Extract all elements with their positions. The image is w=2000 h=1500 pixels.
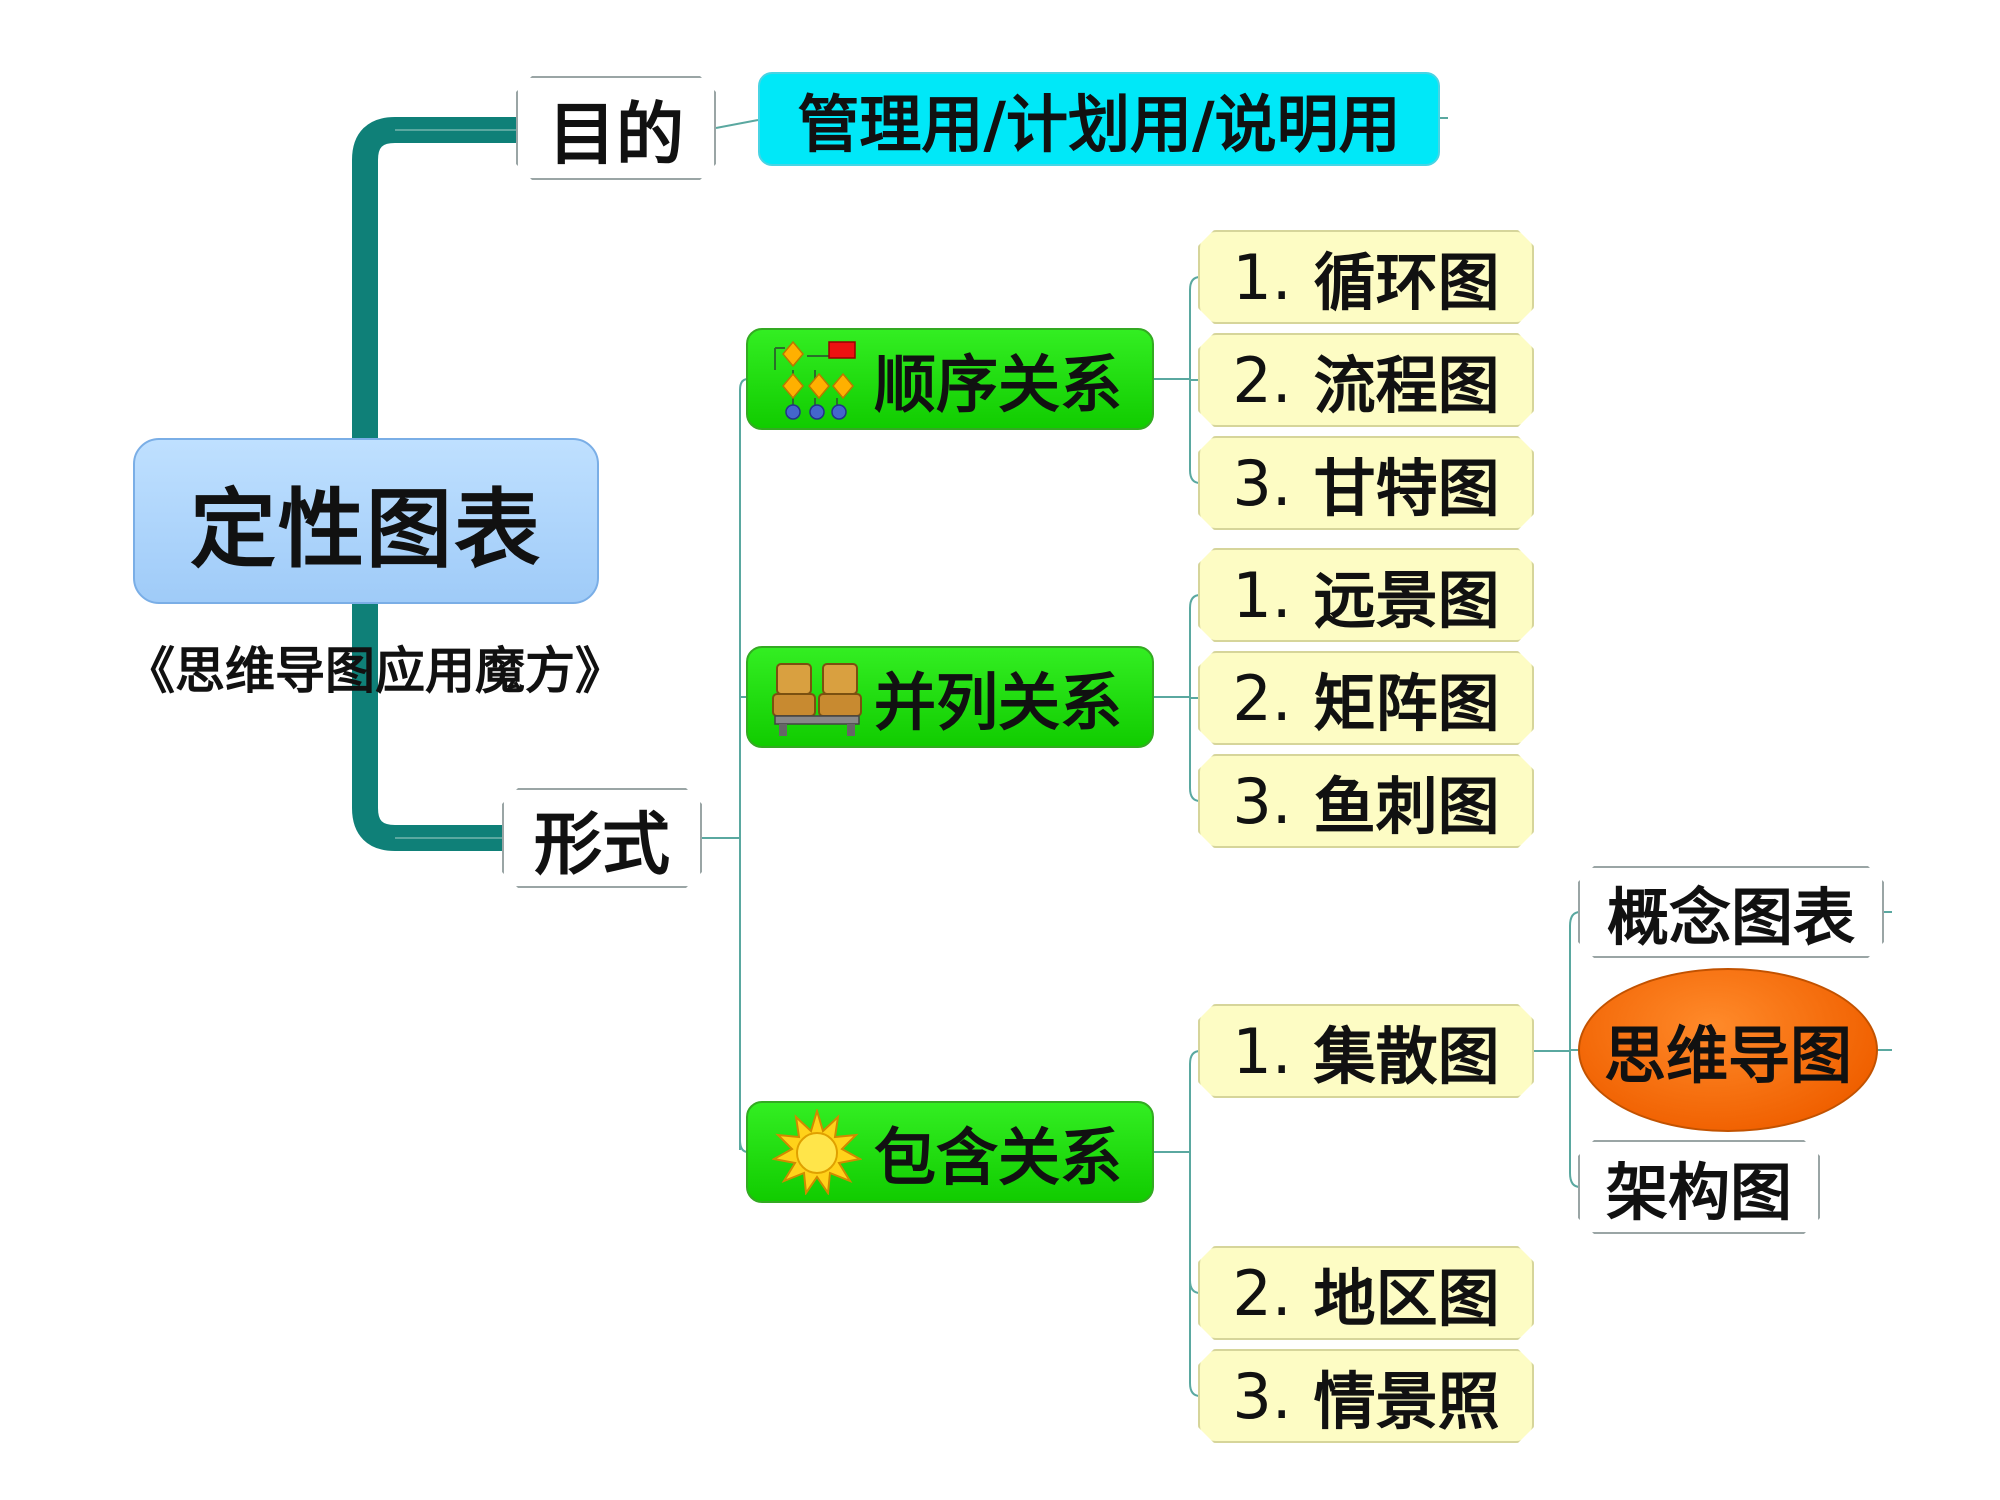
sun-icon (762, 1107, 872, 1197)
branch-purpose[interactable]: 目的 (516, 76, 716, 180)
subleaf-concept-chart[interactable]: 概念图表 (1578, 866, 1884, 958)
seats-icon (762, 652, 872, 742)
group-containment[interactable]: 包含关系 (746, 1101, 1154, 1203)
leaf-number: 2. (1232, 1256, 1292, 1330)
leaf-label: 集散图 (1313, 1020, 1500, 1093)
con-spine (1189, 1050, 1201, 1397)
group-sequential[interactable]: 顺序关系 (746, 328, 1154, 430)
central-topic-label: 定性图表 (190, 479, 542, 580)
subleaf-mind-map[interactable]: 思维导图 (1578, 968, 1878, 1132)
leaf-number: 1. (1232, 1014, 1292, 1088)
leaf-number: 3. (1232, 1359, 1292, 1433)
leaf-number: 2. (1232, 343, 1292, 417)
leaf-label: 矩阵图 (1313, 667, 1500, 740)
subleaf-architecture[interactable]: 架构图 (1578, 1140, 1820, 1234)
purpose-child-label: 管理用/计划用/说明用 (797, 88, 1401, 161)
leaf-number: 1. (1232, 240, 1292, 314)
group-sequential-label: 顺序关系 (874, 348, 1123, 421)
leaf-gantt[interactable]: 3. 甘特图 (1198, 436, 1534, 530)
leaf-region[interactable]: 2. 地区图 (1198, 1246, 1534, 1340)
leaf-number: 3. (1232, 764, 1292, 838)
leaf-label: 远景图 (1313, 564, 1500, 637)
leaf-distribution[interactable]: 1. 集散图 (1198, 1004, 1534, 1098)
branch-form[interactable]: 形式 (502, 788, 702, 888)
leaf-vision[interactable]: 1. 远景图 (1198, 548, 1534, 642)
leaf-number: 1. (1232, 558, 1292, 632)
purpose-link (715, 119, 759, 129)
leaf-cycle[interactable]: 1. 循环图 (1198, 230, 1534, 324)
leaf-matrix[interactable]: 2. 矩阵图 (1198, 651, 1534, 745)
subleaf-label: 思维导图 (1603, 1019, 1852, 1092)
purpose-child[interactable]: 管理用/计划用/说明用 (758, 72, 1440, 166)
group-parallel-label: 并列关系 (874, 666, 1123, 739)
group-parallel[interactable]: 并列关系 (746, 646, 1154, 748)
group-containment-label: 包含关系 (874, 1121, 1123, 1194)
subleaf-label: 架构图 (1605, 1156, 1792, 1229)
subtitle: 《思维导图应用魔方》 (125, 642, 625, 700)
leaf-label: 地区图 (1313, 1262, 1500, 1335)
trunk-to-purpose (352, 117, 516, 438)
leaf-fishbone[interactable]: 3. 鱼刺图 (1198, 754, 1534, 848)
branch-form-label: 形式 (533, 805, 670, 885)
central-topic[interactable]: 定性图表 (133, 438, 599, 604)
subleaf-label: 概念图表 (1606, 881, 1855, 954)
leaf-label: 甘特图 (1313, 452, 1500, 525)
leaf-flow[interactable]: 2. 流程图 (1198, 333, 1534, 427)
leaf-number: 2. (1232, 661, 1292, 735)
form-spine (739, 378, 749, 1150)
flowchart-icon (762, 334, 872, 424)
leaf-label: 鱼刺图 (1313, 770, 1500, 843)
leaf-number: 3. (1232, 446, 1292, 520)
leaf-label: 循环图 (1313, 246, 1500, 319)
leaf-label: 情景照 (1313, 1365, 1500, 1438)
leaf-label: 流程图 (1313, 349, 1500, 422)
trunk-to-form (352, 604, 502, 851)
leaf-scene[interactable]: 3. 情景照 (1198, 1349, 1534, 1443)
branch-purpose-label: 目的 (547, 95, 684, 175)
